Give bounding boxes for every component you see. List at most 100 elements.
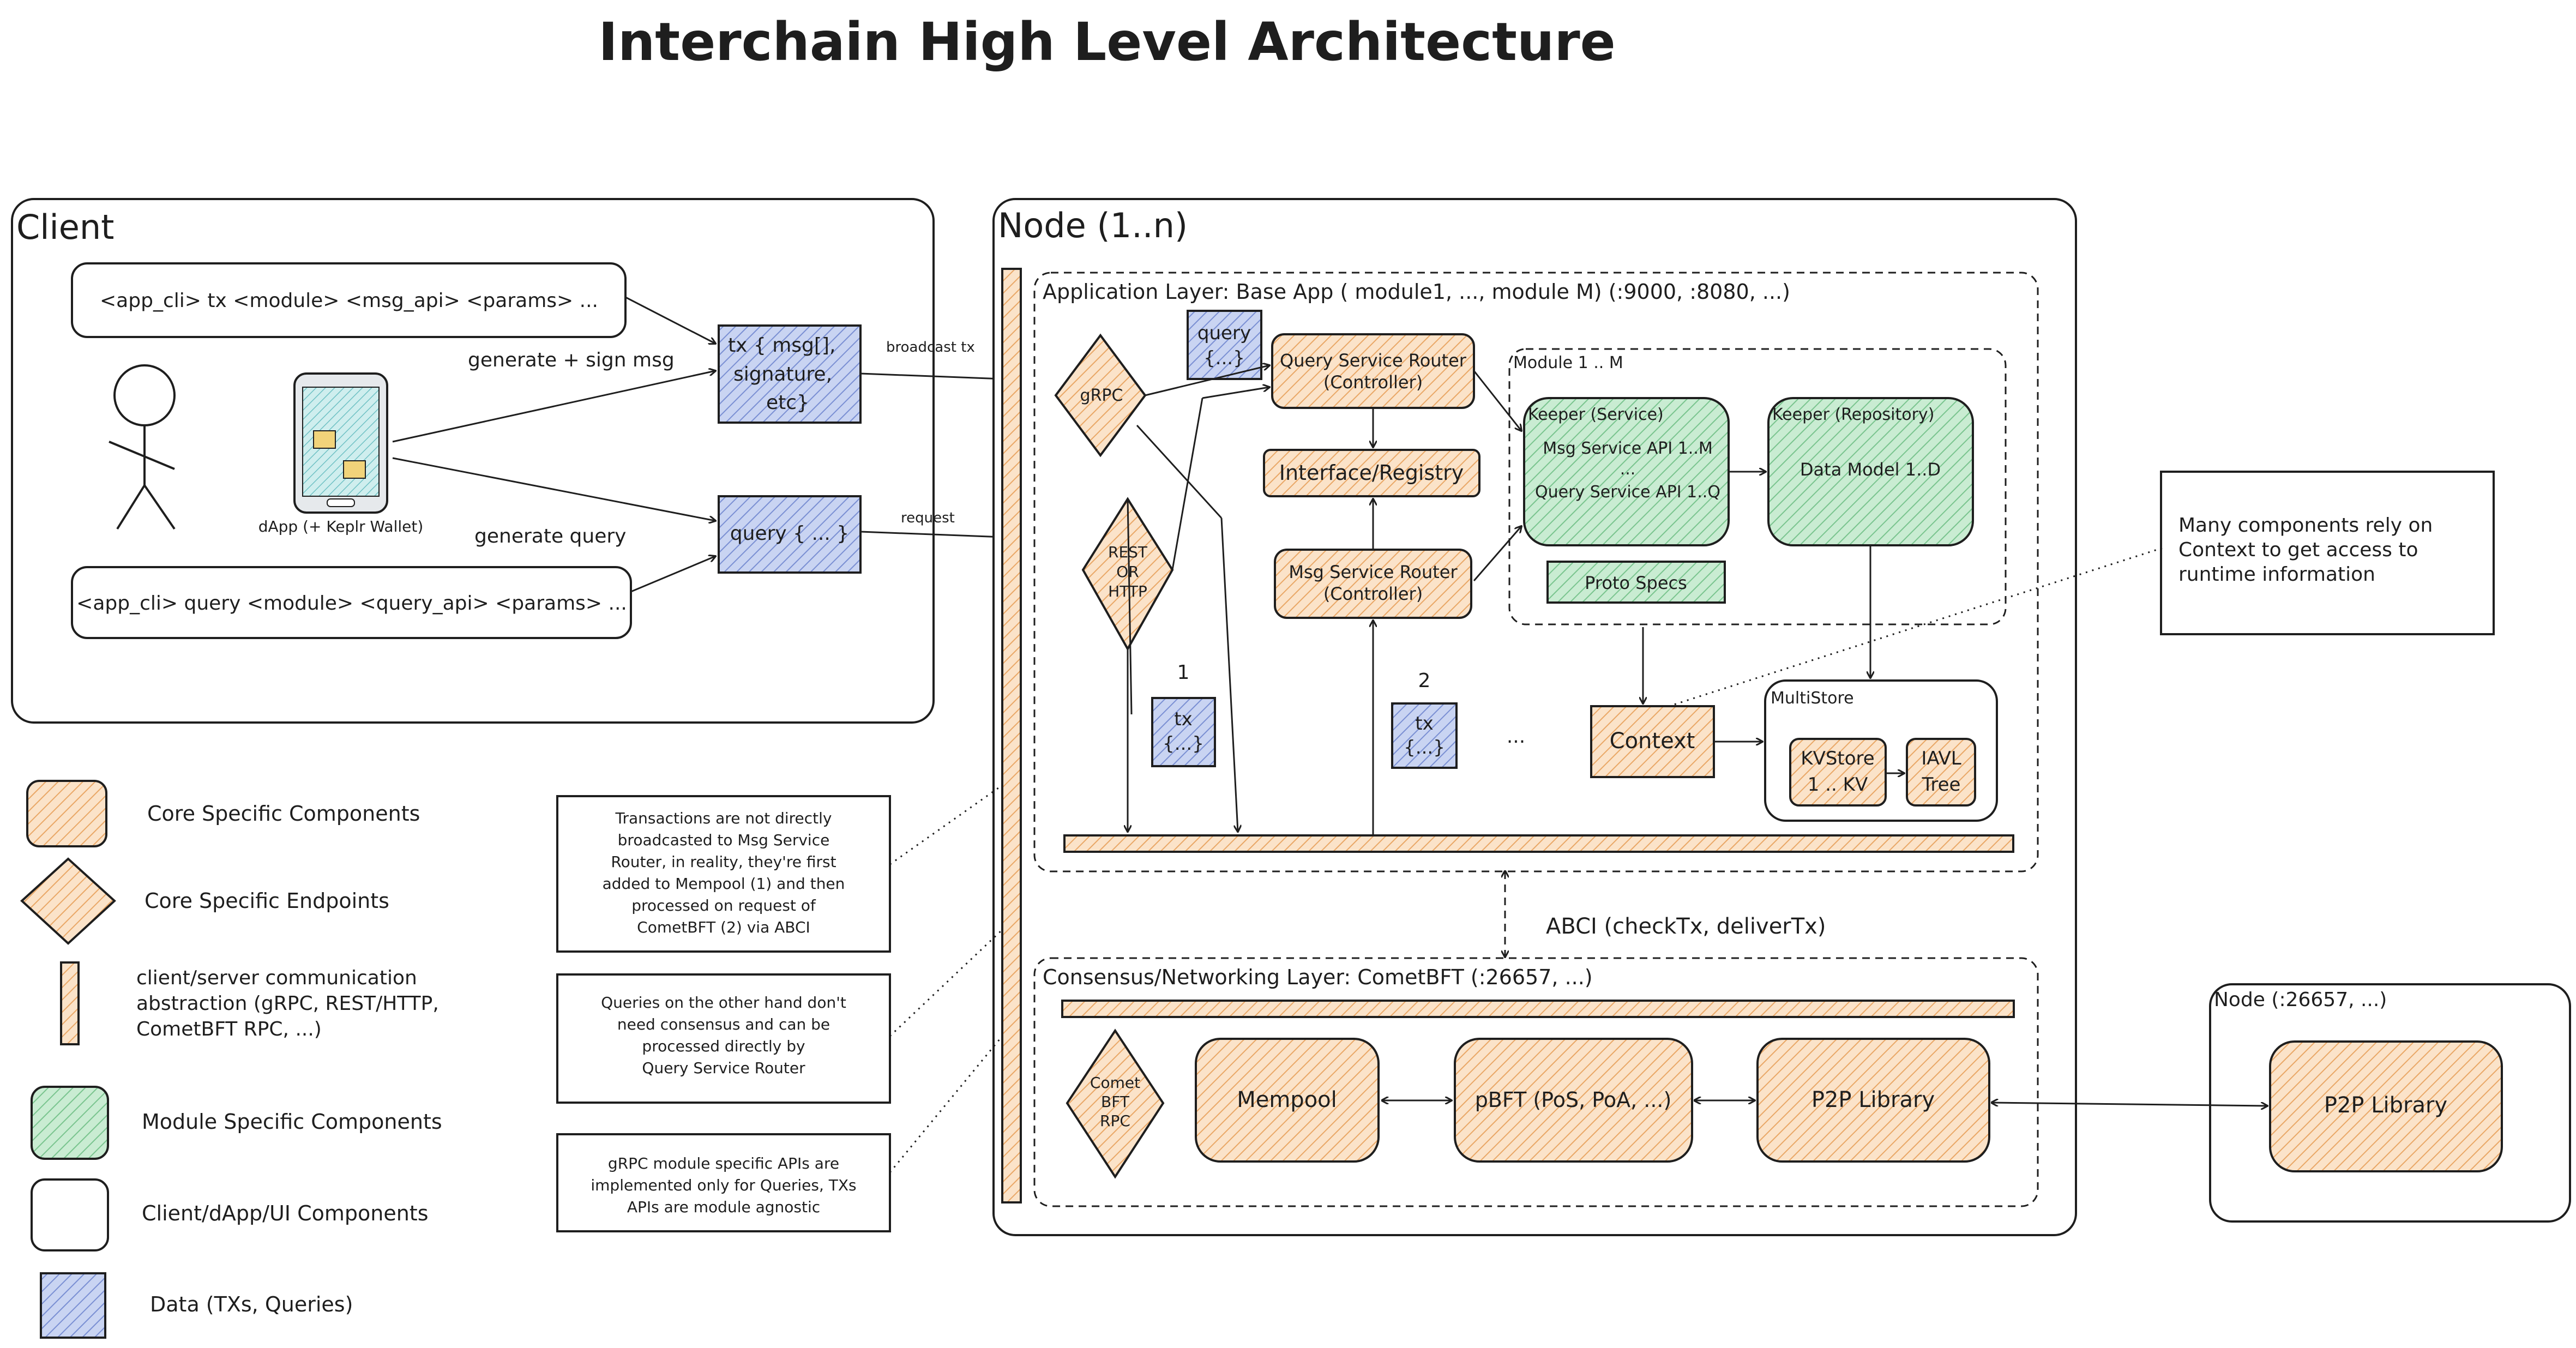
msg-router-line-1: Msg Service Router: [1289, 562, 1458, 582]
query-small-line-1: query: [1197, 322, 1251, 344]
generate-sign-label: generate + sign msg: [468, 349, 675, 371]
tx-data-step-2: [1391, 702, 1458, 769]
tx-note-line-3: Router, in reality, they're first: [611, 853, 836, 871]
keeper-repo-model: Data Model 1..D: [1800, 459, 1941, 480]
query-note-line-1: Queries on the other hand don't: [601, 994, 846, 1012]
legend-comm-line-2: abstraction (gRPC, REST/HTTP,: [136, 992, 439, 1015]
module-group: [1508, 348, 2007, 625]
legend-core-label: Core Specific Components: [147, 802, 420, 826]
grpc-note-line-2: implemented only for Queries, TXs: [591, 1176, 856, 1194]
tx-note-line-5: processed on request of: [631, 896, 816, 914]
grpc-note-line-3: APIs are module agnostic: [627, 1198, 820, 1216]
module-label: Module 1 .. M: [1513, 353, 1623, 372]
keeper-service-query: Query Service API 1..Q: [1535, 483, 1720, 502]
query-box-text: query { ... }: [730, 522, 849, 545]
tx-step1-line-2: {...}: [1163, 733, 1204, 755]
node-label: Node (1..n): [998, 206, 1188, 245]
legend-module-label: Module Specific Components: [142, 1110, 442, 1134]
legend-data-label: Data (TXs, Queries): [150, 1292, 353, 1316]
query-router-line-2: (Controller): [1323, 372, 1423, 393]
legend-comm-line-3: CometBFT RPC, ...): [136, 1018, 322, 1040]
user-icon: [109, 364, 176, 530]
generate-query-label: generate query: [474, 525, 626, 547]
query-note: [556, 973, 891, 1104]
step-2-label: 2: [1418, 670, 1431, 692]
grpc-note-line-1: gRPC module specific APIs are: [608, 1154, 839, 1172]
tx-box-line-2: signature,: [733, 363, 832, 386]
tx-data-box: [718, 324, 862, 424]
peer-node-label: Node (:26657, ...): [2214, 989, 2387, 1011]
consensus-layer-label: Consensus/Networking Layer: CometBFT (:2…: [1043, 965, 1593, 989]
pbft-label: pBFT (PoS, PoA, ...): [1475, 1088, 1672, 1112]
legend-endpoint-label: Core Specific Endpoints: [145, 889, 389, 913]
query-service-router: [1271, 333, 1475, 409]
request-label: request: [901, 510, 955, 526]
cli-query-text: <app_cli> query <module> <query_api> <pa…: [76, 592, 627, 615]
tx-note-line-1: Transactions are not directly: [615, 809, 832, 827]
page-title: Interchain High Level Architecture: [598, 11, 1616, 73]
query-router-line-1: Query Service Router: [1280, 350, 1467, 371]
grpc-label: gRPC: [1080, 386, 1123, 405]
multistore-label: MultiStore: [1771, 689, 1854, 708]
cli-query-command: [71, 566, 632, 639]
interface-registry-label: Interface/Registry: [1279, 461, 1464, 485]
tx-note: [556, 795, 891, 953]
kvstore-line-2: 1 .. KV: [1808, 774, 1868, 796]
mempool: [1195, 1038, 1380, 1163]
context-label: Context: [1610, 729, 1695, 754]
p2p-label: P2P Library: [1811, 1087, 1935, 1112]
application-layer: [1033, 272, 2039, 872]
tx-note-line-6: CometBFT (2) via ABCI: [637, 918, 810, 936]
peer-p2p-library: [2269, 1040, 2503, 1172]
legend-comm-line-1: client/server communication: [136, 967, 417, 989]
legend-comm-swatch: [60, 961, 80, 1045]
app-layer-bar: [1063, 834, 2014, 853]
tx-box-line-1: tx { msg[],: [728, 334, 835, 357]
tx-note-line-2: broadcasted to Msg Service: [618, 831, 830, 849]
legend-data-swatch: [40, 1272, 106, 1339]
context-note-line-1: Many components rely on: [2178, 514, 2433, 537]
cli-tx-text: <app_cli> tx <module> <msg_api> <params>…: [100, 290, 598, 312]
step-1-label: 1: [1177, 661, 1190, 684]
keeper-service-ellipsis: ...: [1620, 460, 1636, 479]
rest-line-3: HTTP: [1108, 582, 1147, 600]
grpc-endpoint: [1054, 333, 1147, 458]
tx-step1-line-1: tx: [1174, 708, 1192, 730]
legend-module-swatch: [31, 1086, 109, 1160]
proto-specs-label: Proto Specs: [1585, 573, 1687, 593]
tx-step2-line-2: {...}: [1404, 737, 1445, 759]
pbft: [1454, 1038, 1693, 1163]
comet-rpc-line-2: BFT: [1101, 1093, 1130, 1111]
context-note: [2160, 471, 2495, 635]
ellipsis-label: ...: [1507, 725, 1525, 748]
proto-specs: [1546, 561, 1726, 604]
iavl-tree: [1906, 738, 1976, 807]
legend-core-swatch: [26, 780, 107, 847]
keeper-service-title: Keeper (Service): [1528, 405, 1664, 424]
client-label: Client: [16, 207, 115, 247]
tx-data-step-1: [1151, 697, 1216, 767]
p2p-library: [1756, 1038, 1990, 1163]
kvstore-line-1: KVStore: [1801, 748, 1874, 769]
broadcast-tx-label: broadcast tx: [886, 339, 975, 356]
query-note-line-4: Query Service Router: [642, 1059, 805, 1077]
tx-box-line-3: etc}: [766, 392, 809, 414]
query-note-line-2: need consensus and can be: [617, 1015, 830, 1033]
comm-abstraction-bar: [1001, 268, 1022, 1203]
iavl-line-2: Tree: [1922, 774, 1961, 796]
query-data-box: [718, 495, 862, 574]
dapp-label: dApp (+ Keplr Wallet): [258, 517, 424, 535]
consensus-layer: [1033, 957, 2039, 1207]
phone-icon: [293, 372, 388, 514]
msg-router-line-2: (Controller): [1323, 583, 1423, 604]
comet-rpc-line-1: Comet: [1090, 1074, 1140, 1092]
consensus-layer-bar: [1061, 1000, 2015, 1018]
query-small-line-2: {...}: [1203, 347, 1245, 369]
interface-registry: [1263, 449, 1480, 497]
peer-p2p-label: P2P Library: [2324, 1093, 2447, 1118]
cli-tx-command: [71, 262, 627, 338]
legend-client-label: Client/dApp/UI Components: [142, 1201, 429, 1225]
iavl-line-1: IAVL: [1921, 748, 1961, 769]
keeper-service-msg: Msg Service API 1..M: [1543, 439, 1713, 458]
